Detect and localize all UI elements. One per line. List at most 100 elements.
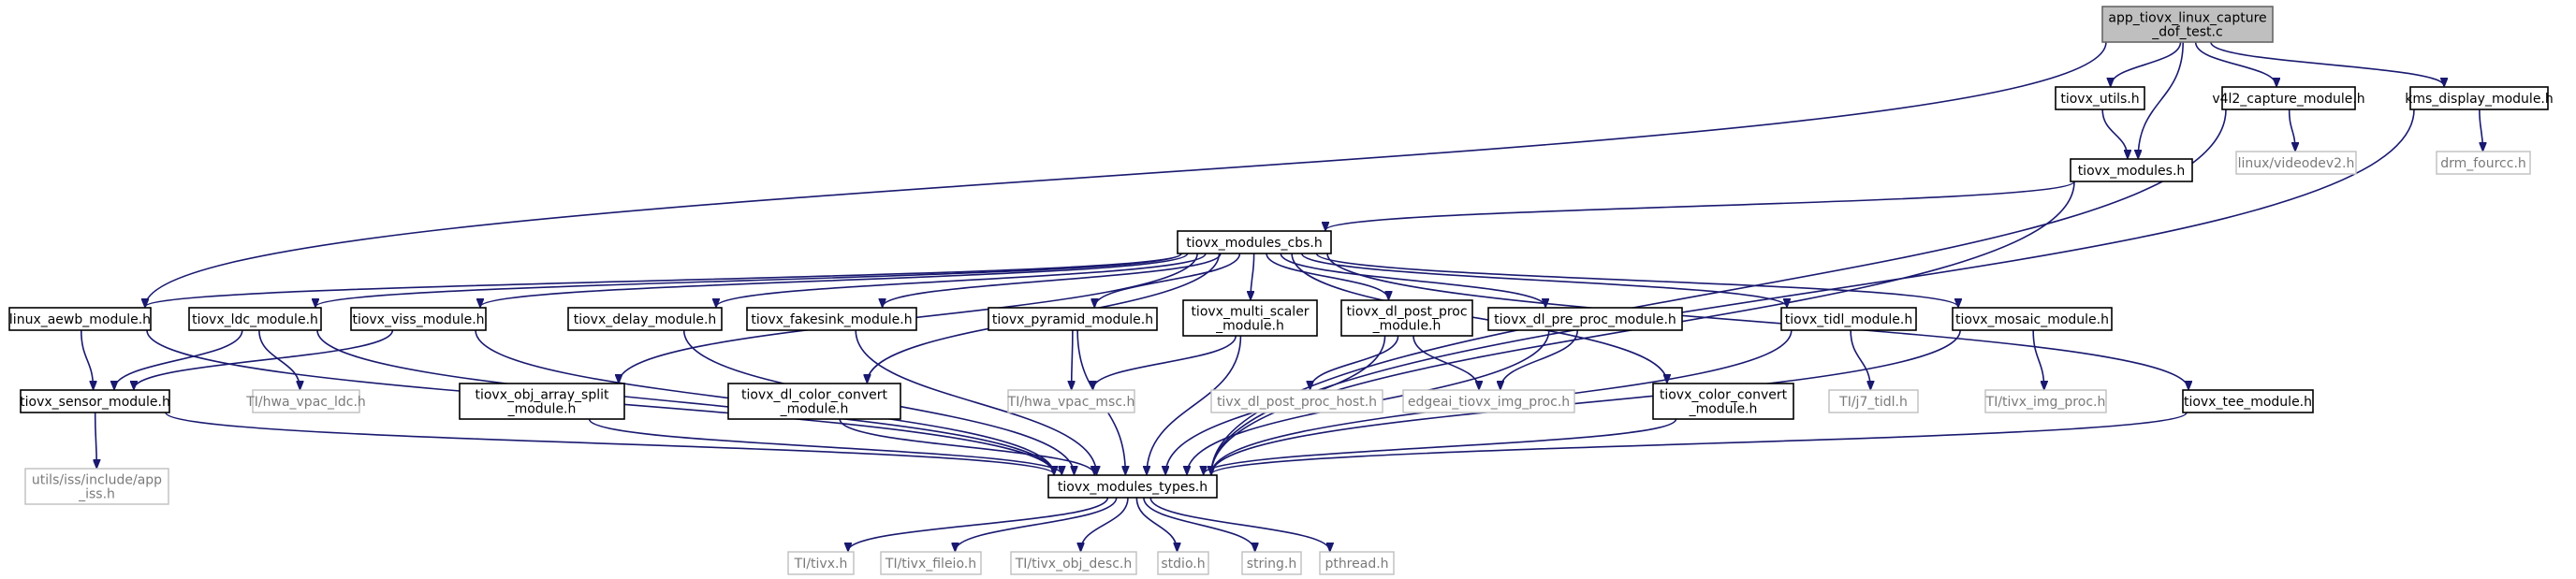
edge-kms_display-to-types — [1211, 109, 2415, 474]
node-pthread: pthread.h — [1319, 551, 1395, 575]
edge-root-to-tiovx_modules — [2138, 41, 2184, 158]
node-edgeai-img-proc: edgeai_tiovx_img_proc.h — [1402, 389, 1575, 413]
node-v4l2-capture[interactable]: v4l2_capture_module.h — [2212, 86, 2365, 110]
edge-cbs-to-multi_scaler — [1251, 253, 1255, 299]
node-cbs[interactable]: tiovx_modules_cbs.h — [1177, 230, 1332, 254]
edge-v4l2_capture-to-videodev2 — [2288, 109, 2295, 151]
node-label: tiovx_mosaic_module.h — [1955, 312, 2109, 327]
node-viss[interactable]: tiovx_viss_module.h — [350, 307, 487, 331]
node-label: v4l2_capture_module.h — [2212, 92, 2364, 107]
node-fakesink[interactable]: tiovx_fakesink_module.h — [746, 307, 917, 331]
node-label: linux_aewb_module.h — [9, 312, 151, 327]
node-label: TI/j7_tidl.h — [1838, 395, 1908, 410]
node-tiovx-modules[interactable]: tiovx_modules.h — [2070, 158, 2193, 182]
node-label: TI/hwa_vpac_msc.h — [1007, 395, 1135, 410]
node-pyramid[interactable]: tiovx_pyramid_module.h — [988, 307, 1158, 331]
node-j7-tidl: TI/j7_tidl.h — [1828, 389, 1919, 413]
node-box — [2182, 389, 2314, 413]
node-dl-pre[interactable]: tiovx_dl_pre_proc_module.h — [1487, 307, 1683, 331]
node-label: tiovx_ldc_module.h — [192, 312, 318, 327]
edge-root-to-tiovx_utils — [2111, 41, 2182, 86]
node-box — [2235, 151, 2357, 175]
node-box — [20, 389, 170, 413]
edge-cbs-to-linux_aewb — [145, 253, 1182, 307]
node-label: tiovx_color_convert — [1660, 388, 1788, 403]
node-color-convert[interactable]: tiovx_color_convert_module.h — [1652, 383, 1794, 420]
node-ldc[interactable]: tiovx_ldc_module.h — [188, 307, 322, 331]
node-app-iss: utils/iss/include/app_iss.h — [24, 468, 169, 505]
node-hwa-msc: TI/hwa_vpac_msc.h — [1007, 389, 1135, 413]
edge-ldc-to-hwa_ldc — [258, 329, 300, 389]
edge-cbs-to-tee — [1326, 253, 2188, 389]
node-tivx: TI/tivx.h — [787, 551, 855, 575]
node-box — [746, 307, 917, 331]
node-box — [8, 307, 152, 331]
node-label: tiovx_tee_module.h — [2184, 395, 2312, 410]
node-dl-color-convert[interactable]: tiovx_dl_color_convert_module.h — [727, 383, 901, 420]
node-box — [2055, 86, 2145, 110]
node-mosaic[interactable]: tiovx_mosaic_module.h — [1952, 307, 2113, 331]
edge-types-to-string — [1143, 497, 1255, 551]
node-box — [350, 307, 487, 331]
edge-dl_post-to-edgeai_img_proc — [1412, 335, 1479, 389]
node-label: tiovx_multi_scaler — [1191, 305, 1309, 320]
edge-cbs-to-fakesink — [883, 253, 1222, 307]
node-obj-array-split[interactable]: tiovx_obj_array_split_module.h — [459, 383, 625, 420]
edge-cbs-to-ldc — [315, 253, 1182, 307]
node-box — [787, 551, 855, 575]
edge-tiovx_utils-to-tiovx_modules — [2101, 109, 2128, 158]
edge-fakesink-to-types — [855, 329, 1096, 474]
node-label: _iss.h — [78, 487, 115, 502]
node-box — [880, 551, 982, 575]
node-label: tiovx_dl_pre_proc_module.h — [1494, 312, 1676, 327]
node-tivx-fileio: TI/tivx_fileio.h — [880, 551, 982, 575]
node-box — [1402, 389, 1575, 413]
node-label: kms_display_module.h — [2405, 92, 2554, 107]
edge-obj_array_split-to-types — [588, 418, 1061, 474]
edge-dl_color_convert-to-types — [839, 418, 1094, 474]
node-label: _module.h — [1689, 402, 1758, 417]
edge-dl_pre-to-edgeai_img_proc — [1500, 329, 1579, 389]
node-box — [1157, 551, 1209, 575]
node-tidl[interactable]: tiovx_tidl_module.h — [1780, 307, 1917, 331]
node-label: tiovx_pyramid_module.h — [992, 312, 1153, 327]
node-label: tiovx_modules_cbs.h — [1186, 236, 1322, 251]
node-linux-aewb[interactable]: linux_aewb_module.h — [8, 307, 152, 331]
node-tiovx-utils[interactable]: tiovx_utils.h — [2055, 86, 2145, 110]
edge-tidl-to-j7_tidl — [1850, 329, 1870, 389]
node-types[interactable]: tiovx_modules_types.h — [1047, 474, 1218, 499]
edge-types-to-tivx_fileio — [955, 497, 1118, 551]
node-label: tiovx_modules.h — [2078, 164, 2186, 179]
node-box — [2070, 158, 2193, 182]
edge-tee-to-types — [1211, 412, 2188, 474]
edge-multi_scaler-to-types — [1147, 335, 1242, 474]
node-delay[interactable]: tiovx_delay_module.h — [567, 307, 723, 331]
node-sensor[interactable]: tiovx_sensor_module.h — [20, 389, 170, 413]
edge-cbs-to-pyramid — [1094, 253, 1241, 307]
edge-cbs-to-mosaic — [1315, 253, 1958, 307]
edge-types-to-tivx — [848, 497, 1109, 551]
node-label: tiovx_dl_post_proc — [1346, 305, 1467, 320]
nodes-layer: app_tiovx_linux_capture_dof_test.ctiovx_… — [8, 6, 2554, 575]
node-box — [459, 383, 625, 420]
node-stdio: stdio.h — [1157, 551, 1209, 575]
node-label: tiovx_fakesink_module.h — [751, 312, 912, 327]
edge-root-to-v4l2_capture — [2194, 41, 2276, 86]
node-dl-post[interactable]: tiovx_dl_post_proc_module.h — [1340, 299, 1473, 337]
edge-types-to-pthread — [1149, 497, 1330, 551]
node-box — [2221, 86, 2356, 110]
node-tee[interactable]: tiovx_tee_module.h — [2182, 389, 2314, 413]
edge-linux_aewb-to-sensor — [80, 329, 94, 389]
node-hwa-ldc: TI/hwa_vpac_ldc.h — [245, 389, 366, 413]
node-label: tiovx_utils.h — [2060, 92, 2139, 107]
edge-cbs-to-viss — [480, 253, 1189, 307]
node-kms-display[interactable]: kms_display_module.h — [2405, 86, 2554, 110]
edge-types-to-stdio — [1135, 497, 1177, 551]
node-string: string.h — [1241, 551, 1302, 575]
edge-kms_display-to-drm_fourcc — [2479, 109, 2483, 151]
node-multi-scaler[interactable]: tiovx_multi_scaler_module.h — [1182, 299, 1318, 337]
edge-sensor-to-app_iss — [95, 412, 97, 468]
node-label: _module.h — [780, 402, 849, 417]
node-label: tiovx_modules_types.h — [1058, 480, 1208, 495]
